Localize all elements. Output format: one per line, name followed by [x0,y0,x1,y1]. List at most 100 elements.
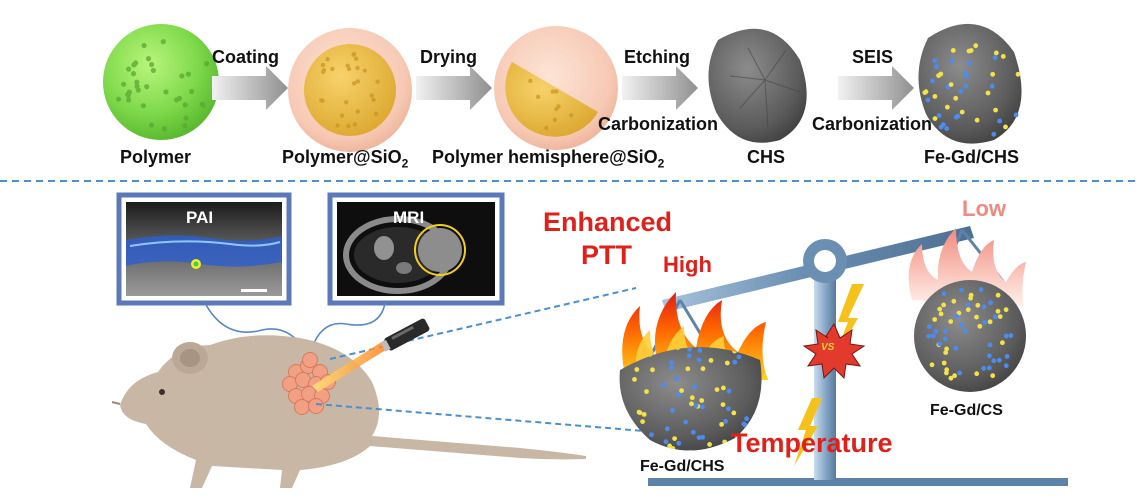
metal-dot [995,308,1001,314]
metal-dot [663,439,669,445]
metal-dot [672,436,677,441]
metal-dot [1004,354,1010,359]
metal-dot [974,371,980,377]
metal-dot [649,432,654,438]
metal-dot [988,300,993,306]
metal-dot [933,64,939,69]
step-label-fegd-chs: Fe-Gd/CHS [924,147,1020,167]
metal-dot [942,336,948,342]
metal-dot [941,291,947,297]
surface-dimple [351,51,357,57]
arrow-drying [416,66,492,110]
fegd-chs-particle [918,23,1022,144]
ptt-label: PTT [581,240,632,270]
tumor-cell [294,399,310,415]
metal-dot [685,366,691,372]
metal-dot [974,117,980,123]
metal-dot [659,447,665,451]
metal-dot [965,307,971,313]
surface-dimple [134,83,140,89]
metal-dot [722,439,728,445]
metal-dot [693,403,699,408]
mri-title: MRI [393,208,425,227]
surface-dimple [355,65,360,71]
step-label-chs: CHS [747,147,786,167]
metal-dot [968,48,974,53]
pai-panel [116,192,292,306]
arrow-label-etching: Etching [624,47,690,67]
metal-dot [669,365,675,371]
metal-dot [1015,71,1021,77]
metal-dot [982,320,988,325]
metal-dot [993,50,999,56]
metal-dot [965,302,971,308]
surface-dimple [148,122,155,128]
pai-title: PAI [186,208,214,227]
metal-dot [688,449,693,451]
surface-dimple [353,56,359,61]
metal-dot [977,323,983,329]
metal-dot [943,350,949,355]
metal-dot [925,97,931,103]
metal-dot [951,298,957,304]
right-particle-label: Fe-Gd/CS [930,402,1003,419]
step-label-polymer: Polymer [120,147,192,167]
surface-dimple [161,126,167,132]
surface-dimple [130,71,137,77]
metal-dot [696,435,702,440]
surface-dimple [544,125,549,131]
surface-dimple [355,109,360,114]
metal-dot [640,419,645,424]
arrow-seis [838,66,914,110]
metal-dot [996,357,1002,363]
surface-dimple [182,102,188,108]
metal-dot [1000,54,1006,59]
zoom-line-bottom [315,403,657,433]
surface-dimple [173,97,180,103]
metal-dot [974,314,979,320]
metal-dot [987,319,993,325]
metal-dot [942,328,948,334]
enhanced-label: Enhanced [543,207,673,237]
metal-dot [699,398,705,403]
metal-dot [676,440,682,446]
metal-dot [1013,112,1019,118]
metal-dot [1003,124,1008,130]
metal-dot [953,95,959,101]
metal-dot [993,107,998,113]
mri-panel [327,192,505,306]
step-label-hemisphere-sio2: Polymer hemisphere@SiO2 [432,147,665,171]
metal-dot [708,358,714,363]
metal-dot [720,402,726,407]
metal-dot [997,314,1003,319]
mri-cable [311,302,386,349]
metal-dot [697,347,703,353]
surface-dimple [145,56,152,62]
metal-dot [1000,340,1005,346]
metal-dot [938,124,944,130]
metal-dot [937,306,943,312]
surface-dimple [189,88,195,95]
surface-dimple [144,84,150,90]
metal-dot [1003,307,1009,313]
metal-dot [944,367,950,373]
metal-dot [690,429,696,435]
surface-dimple [320,62,326,68]
metal-dot [981,304,987,310]
surface-dimple [204,61,210,67]
surface-dimple [550,89,555,94]
surface-dimple [369,93,374,98]
metal-dot [954,313,959,319]
metal-dot [723,419,728,424]
step-label-polymer-sio2: Polymer@SiO2 [282,147,409,171]
chs-particle [708,28,807,143]
arrow-etching [622,66,698,110]
metal-dot [945,104,950,110]
metal-dot [1004,333,1009,339]
surface-dimple [320,98,325,103]
metal-dot [726,388,732,394]
surface-dimple [183,115,189,121]
surface-dimple [554,106,559,112]
tumor-cell [302,352,318,368]
metal-dot [952,373,957,379]
